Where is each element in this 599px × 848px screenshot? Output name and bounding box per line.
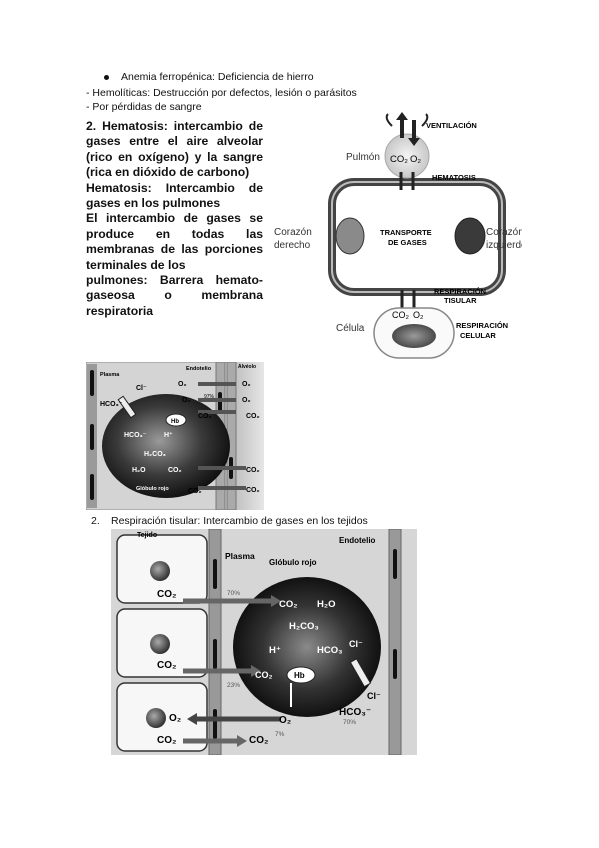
ventilation-arrow-up	[396, 112, 408, 138]
label-resp-celular-1: RESPIRACIÓN	[456, 321, 508, 330]
label-tis-co2-cell3: CO₂	[157, 735, 176, 746]
label-tis-h2co3: H₂CO₃	[289, 621, 319, 632]
label-tis-plasma: Plasma	[225, 551, 255, 561]
label-tis-o2-cell3: O₂	[169, 713, 181, 724]
label-alv-co2-right-3: CO₂	[246, 487, 260, 494]
label-alv-hb: Hb	[171, 419, 179, 425]
label-alv-h: H⁺	[164, 431, 173, 439]
label-pulmon: Pulmón	[346, 152, 380, 163]
section-paragraph: El intercambio de gases se produce en to…	[86, 211, 263, 272]
label-tis-cl-bottom: Cl⁻	[367, 691, 381, 701]
tissue-exchange-diagram: Tejido Plasma Endotelio Glóbulo rojo CO₂…	[111, 529, 417, 755]
label-celula: Célula	[336, 323, 365, 334]
label-alv-co2-right-2: CO₂	[246, 467, 260, 474]
red-blood-cell	[102, 394, 230, 498]
label-alv-hco3-inner: HCO₃⁻	[124, 432, 147, 439]
label-transporte-2: DE GASES	[388, 238, 427, 247]
label-alv-co2-right-1: CO₂	[246, 413, 260, 420]
label-alv-co2-inner: CO₂	[168, 467, 182, 474]
label-alv-h2co3: H₂CO₃	[144, 451, 166, 458]
label-alv-plasma: Plasma	[100, 372, 120, 378]
label-alv-o2-right-2: O₂	[242, 397, 251, 404]
label-tis-pct70-b: 70%	[343, 719, 356, 726]
hemoglobin-tissue	[286, 666, 316, 684]
label-alv-hco3: HCO₃⁻	[100, 401, 123, 408]
label-tis-pct70: 70%	[227, 590, 240, 597]
label-cell-o2: O₂	[413, 310, 424, 320]
label-tis-co2-out: CO₂	[249, 735, 268, 746]
label-cell-co2: CO₂	[392, 310, 410, 320]
caption-resp-tisular: Respiración tisular: Intercambio de gase…	[111, 515, 368, 527]
label-ventilacion: VENTILACIÓN	[426, 121, 477, 130]
right-heart-shape	[335, 217, 365, 255]
label-lung-o2: O₂	[410, 154, 421, 165]
label-alv-alveolo: Alvéolo	[238, 364, 256, 370]
label-tejido: Tejido	[137, 532, 157, 539]
label-alv-o2-2: O₂	[182, 397, 191, 404]
red-blood-cell-tissue	[233, 577, 381, 717]
mitochondria-shape	[392, 324, 436, 348]
bullet-dot	[104, 75, 109, 80]
label-resp-tisular-1: RESPIRACIÓN	[434, 287, 486, 296]
label-alv-pct: 97%	[204, 394, 215, 400]
lung-circle	[384, 133, 430, 179]
label-tis-cl-top: Cl⁻	[349, 639, 363, 649]
label-alv-co2-mid: CO₂	[198, 413, 212, 420]
label-tis-hb: Hb	[294, 671, 305, 680]
label-lung-co2: CO₂	[390, 154, 408, 165]
list-item-anemia: Anemia ferropénica: Deficiencia de hierr…	[121, 71, 314, 83]
label-tis-co2-cell2: CO₂	[157, 660, 176, 671]
label-alv-co2-bottom: CO₂	[188, 488, 202, 495]
label-tis-hco3: HCO₃	[317, 645, 343, 656]
label-tis-hco3-minus: HCO₃⁻	[339, 707, 371, 718]
label-alv-cl: Cl⁻	[136, 385, 147, 392]
label-tis-pct23: 23%	[227, 682, 240, 689]
section-heading: 2. Hematosis: intercambio de gases entre…	[86, 119, 263, 180]
list-item-hemoliticas: - Hemolíticas: Destrucción por defectos,…	[86, 87, 357, 99]
label-tis-co2-in: CO₂	[279, 599, 297, 610]
label-hematosis: HEMATOSIS	[432, 173, 476, 182]
label-alv-o2-1: O₂	[178, 381, 187, 388]
label-tis-co2-hb: CO₂	[255, 670, 273, 680]
gas-cycle-diagram: VENTILACIÓN Pulmón CO₂ O₂ HEMATOSIS Cora…	[274, 112, 522, 359]
label-alv-o2-right-1: O₂	[242, 381, 251, 388]
label-transporte-1: TRANSPORTE	[380, 228, 432, 237]
label-corazon-izquierdo-2: izquierdo	[486, 240, 522, 251]
alveolar-exchange-diagram: Plasma Endotelio Alvéolo Cl⁻ HCO₃⁻ Hb HC…	[86, 362, 264, 510]
label-tis-h2o: H₂O	[317, 599, 335, 610]
label-alv-h2o: H₂O	[132, 467, 146, 474]
label-tis-o2: O₂	[279, 715, 291, 726]
label-tis-h: H⁺	[269, 645, 281, 656]
label-resp-tisular-2: TISULAR	[444, 296, 477, 305]
section-subheading: Hematosis: Intercambio de gases en los p…	[86, 180, 263, 211]
label-alv-globulo: Glóbulo rojo	[136, 486, 169, 492]
label-tis-co2-cell1: CO₂	[157, 589, 176, 600]
left-heart-shape	[454, 217, 486, 255]
label-tis-endotelio: Endotelio	[339, 536, 376, 545]
label-alv-endotelio: Endotelio	[186, 366, 212, 372]
label-resp-celular-2: CELULAR	[460, 331, 496, 340]
ventilation-arrow-down	[408, 120, 420, 146]
hemoglobin-shape	[165, 413, 187, 427]
label-corazon-izquierdo-1: Corazón	[486, 227, 522, 238]
list-item-perdidas: - Por pérdidas de sangre	[86, 101, 202, 113]
section-paragraph-bold: pulmones: Barrera hemato-gaseosa o membr…	[86, 273, 263, 318]
caption-number: 2.	[91, 515, 100, 527]
label-corazon-derecho-1: Corazón	[274, 227, 312, 238]
label-tis-pct7: 7%	[275, 731, 285, 738]
label-tis-globulo: Glóbulo rojo	[269, 558, 317, 567]
label-corazon-derecho-2: derecho	[274, 240, 311, 251]
section-hematosis-text: 2. Hematosis: intercambio de gases entre…	[86, 119, 263, 319]
